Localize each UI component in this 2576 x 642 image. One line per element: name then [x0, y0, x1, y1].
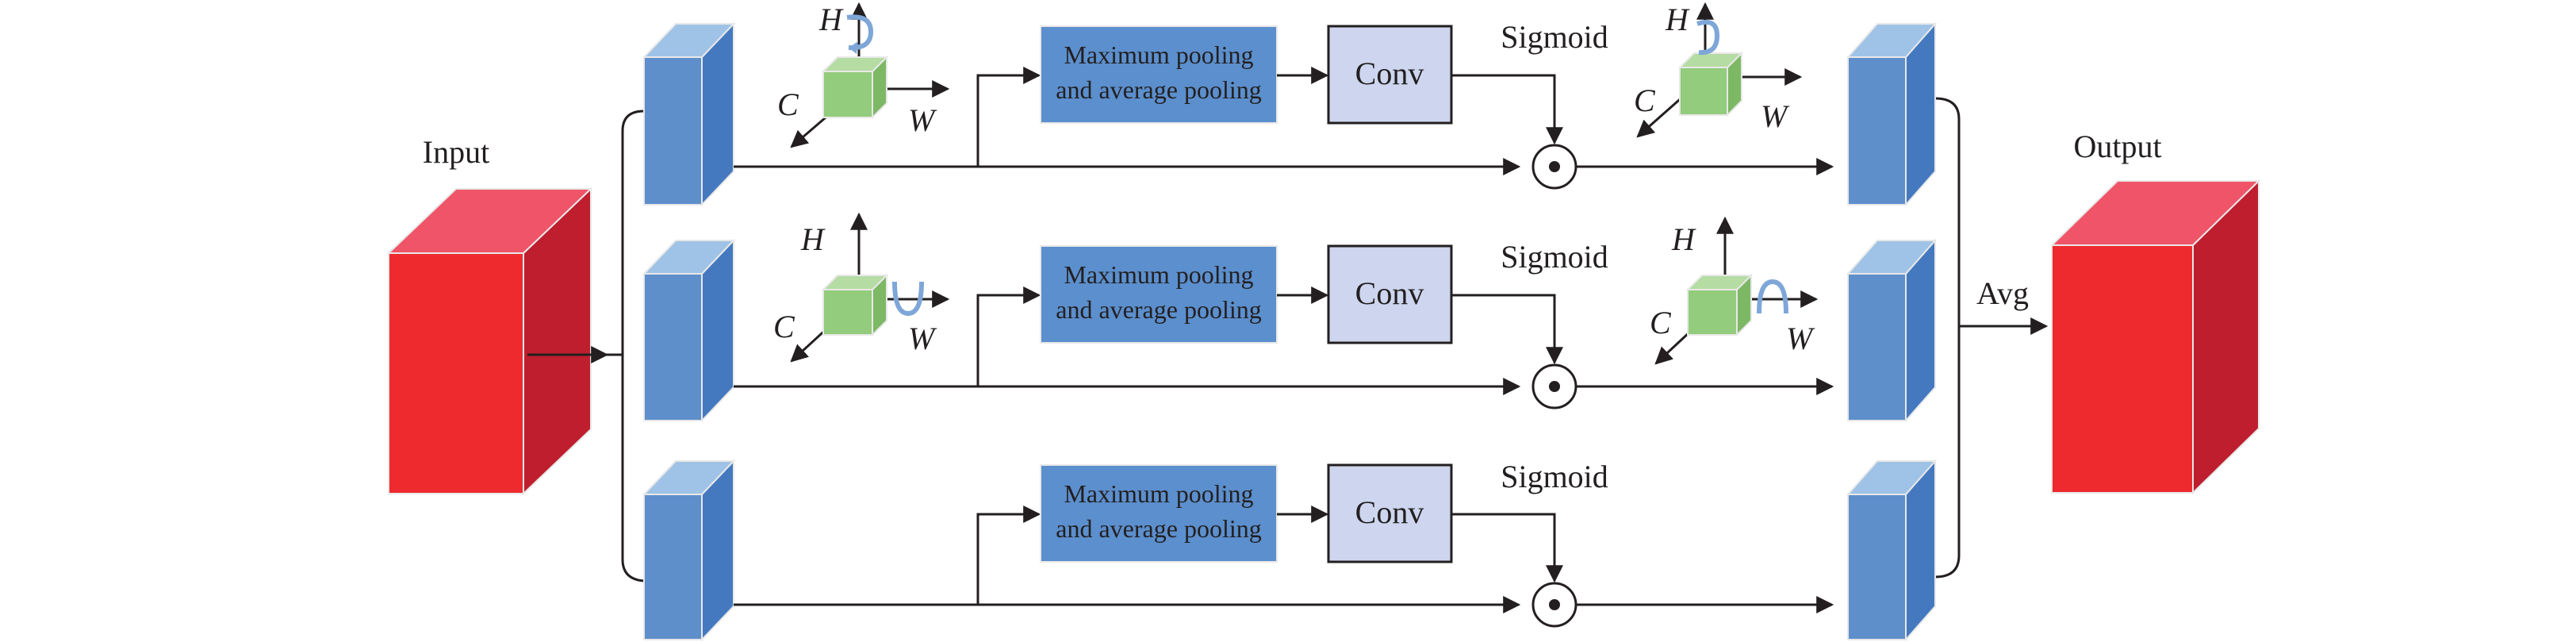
branch-2-axis-glyph: H C W: [773, 212, 950, 363]
rotation-arrow-icon: [846, 14, 874, 51]
input-tensor: [386, 186, 593, 496]
branch-1-pool-line1: Maximum pooling: [1064, 40, 1253, 69]
branch-3-sigmoid-label: Sigmoid: [1501, 459, 1608, 494]
branch-1: H C W Maximum pooling and average poolin…: [642, 2, 1938, 207]
rotation-arrow-icon: [1757, 279, 1788, 314]
axis-w-label: W: [908, 321, 937, 356]
branch-2-pool-arrow: [976, 286, 1041, 386]
output-label: Output: [2073, 129, 2161, 164]
axis-w-label: W: [1786, 321, 1815, 356]
branch-3-sigmoid-arrow: [1451, 513, 1563, 583]
branch-3-pool-line2: and average pooling: [1056, 514, 1261, 543]
axis-h-label: H: [1671, 221, 1696, 257]
avg-label: Avg: [1976, 275, 2029, 311]
branch-2-pool-line2: and average pooling: [1056, 295, 1261, 324]
branch-2-sigmoid-arrow: [1451, 294, 1563, 365]
branch-1-output-feature: [1846, 21, 1938, 207]
merge-bracket: [1934, 97, 1961, 579]
branch-2-input-feature: [642, 238, 736, 423]
branch-2: H C W Maximum pooling and average poolin…: [642, 212, 1938, 423]
axis-h-label: H: [1665, 2, 1690, 37]
axis-c-label: C: [773, 309, 795, 344]
branch-1-axis-glyph-out: H C W: [1634, 2, 1803, 138]
branch-2-conv-label: Conv: [1355, 275, 1424, 311]
branch-1-pool-line2: and average pooling: [1056, 75, 1261, 104]
branch-3-conv-box: [1327, 463, 1453, 563]
branch-1-axis-glyph: H C W: [777, 2, 950, 148]
branch-1-pooling-box: [1040, 25, 1278, 124]
branch-3-output-feature: [1846, 459, 1938, 642]
branch-1-pool-arrow: [976, 67, 1041, 167]
axis-c-label: C: [777, 86, 799, 122]
rotation-arrow-icon: [892, 281, 924, 317]
branch-2-axis-glyph-out: H C W: [1650, 216, 1819, 365]
branch-3-conv-label: Conv: [1355, 494, 1424, 530]
branch-2-conv-box: [1327, 244, 1453, 344]
branch-3-pooling-box: [1040, 464, 1278, 563]
branch-2-pool-line1: Maximum pooling: [1064, 260, 1253, 289]
axis-c-label: C: [1650, 305, 1672, 340]
branch-1-conv-box: [1327, 25, 1453, 125]
branch-1-conv-label: Conv: [1355, 56, 1424, 91]
branch-2-sigmoid-label: Sigmoid: [1501, 239, 1608, 275]
branch-3-input-feature: [642, 459, 736, 642]
branch-3: Maximum pooling and average pooling Conv…: [642, 459, 1938, 642]
branch-1-sigmoid-label: Sigmoid: [1501, 19, 1608, 55]
input-label: Input: [423, 134, 489, 170]
split-bracket: [621, 110, 645, 582]
axis-h-label: H: [818, 2, 844, 37]
branch-2-pooling-box: [1040, 245, 1278, 344]
branch-3-pool-arrow: [976, 506, 1041, 605]
output-tensor: [2049, 179, 2261, 495]
branch-3-pool-line1: Maximum pooling: [1064, 479, 1253, 508]
axis-c-label: C: [1634, 83, 1656, 118]
branch-1-sigmoid-arrow: [1451, 74, 1563, 145]
axis-h-label: H: [800, 221, 826, 257]
rotation-arrow-icon: [1696, 19, 1720, 56]
branch-2-output-feature: [1846, 238, 1938, 423]
axis-w-label: W: [1761, 98, 1790, 134]
branch-1-input-feature: [642, 21, 736, 207]
axis-w-label: W: [908, 102, 937, 138]
